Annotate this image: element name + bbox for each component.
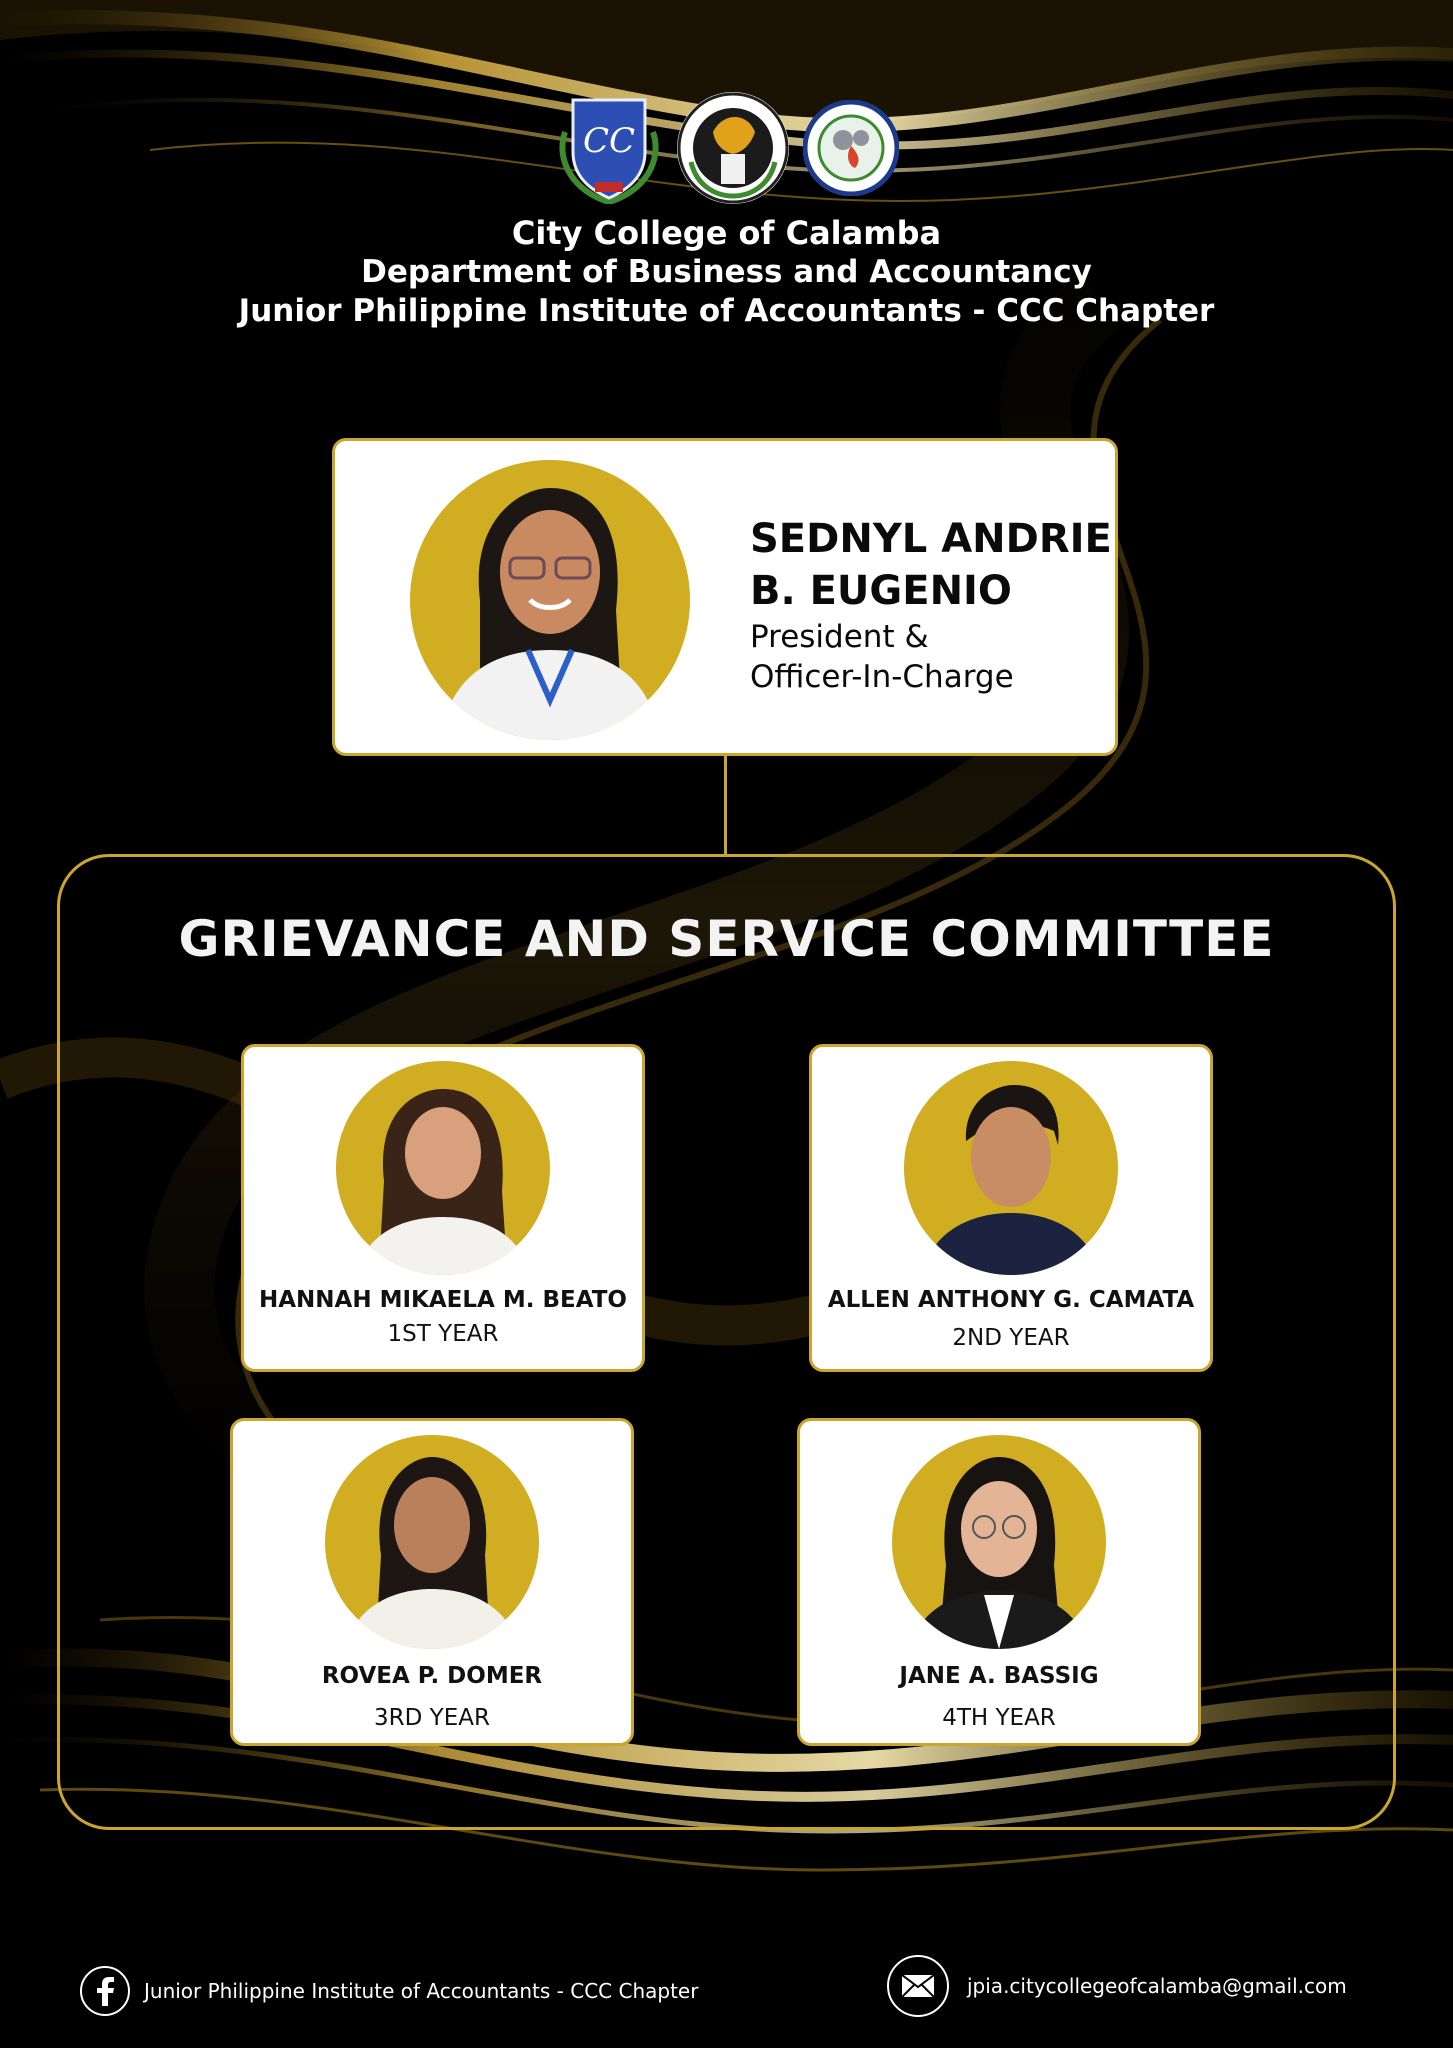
member-photo	[892, 1435, 1106, 1649]
president-card: SEDNYL ANDRIE B. EUGENIO President & Off…	[332, 438, 1118, 756]
committee-frame	[57, 854, 1396, 1830]
member-photo	[904, 1061, 1118, 1275]
department-name: Department of Business and Accountancy	[361, 254, 1092, 290]
member-year: 3RD YEAR	[374, 1705, 490, 1731]
email-address: jpia.citycollegeofcalamba@gmail.com	[967, 1974, 1347, 1998]
org-connector-line	[724, 756, 727, 856]
member-name: JANE A. BASSIG	[899, 1663, 1099, 1689]
organization-name: Junior Philippine Institute of Accountan…	[238, 293, 1215, 329]
facebook-page-name: Junior Philippine Institute of Accountan…	[144, 1979, 699, 2003]
jpia-logo	[676, 92, 789, 204]
member-photo	[325, 1435, 539, 1649]
member-year: 2ND YEAR	[952, 1325, 1070, 1351]
president-photo	[410, 460, 690, 740]
facebook-icon	[80, 1966, 130, 2016]
member-name: ROVEA P. DOMER	[321, 1663, 543, 1689]
envelope-icon	[887, 1955, 949, 2017]
president-name: SEDNYL ANDRIE B. EUGENIO	[750, 516, 1112, 614]
email-contact[interactable]: jpia.citycollegeofcalamba@gmail.com	[887, 1955, 1347, 2017]
member-card: ALLEN ANTHONY G. CAMATA 2ND YEAR	[809, 1044, 1213, 1372]
president-role: President & Officer-In-Charge	[750, 619, 1014, 695]
ccc-shield-logo: CC	[555, 92, 663, 204]
header-titles: City College of Calamba Department of Bu…	[0, 214, 1453, 331]
logo-row: CC	[0, 92, 1453, 204]
svg-text:CC: CC	[582, 121, 634, 161]
committee-title: GRIEVANCE AND SERVICE COMMITTEE	[178, 910, 1275, 968]
facebook-contact[interactable]: Junior Philippine Institute of Accountan…	[80, 1966, 698, 2016]
member-name: ALLEN ANTHONY G. CAMATA	[827, 1287, 1195, 1313]
member-year: 4TH YEAR	[942, 1705, 1056, 1731]
college-name: City College of Calamba	[511, 214, 942, 252]
member-card: ROVEA P. DOMER 3RD YEAR	[230, 1418, 634, 1746]
dba-seal-logo	[802, 100, 899, 196]
member-name: HANNAH MIKAELA M. BEATO	[259, 1287, 627, 1313]
member-card: JANE A. BASSIG 4TH YEAR	[797, 1418, 1201, 1746]
member-photo	[336, 1061, 550, 1275]
member-year: 1ST YEAR	[387, 1321, 499, 1347]
member-card: HANNAH MIKAELA M. BEATO 1ST YEAR	[241, 1044, 645, 1372]
